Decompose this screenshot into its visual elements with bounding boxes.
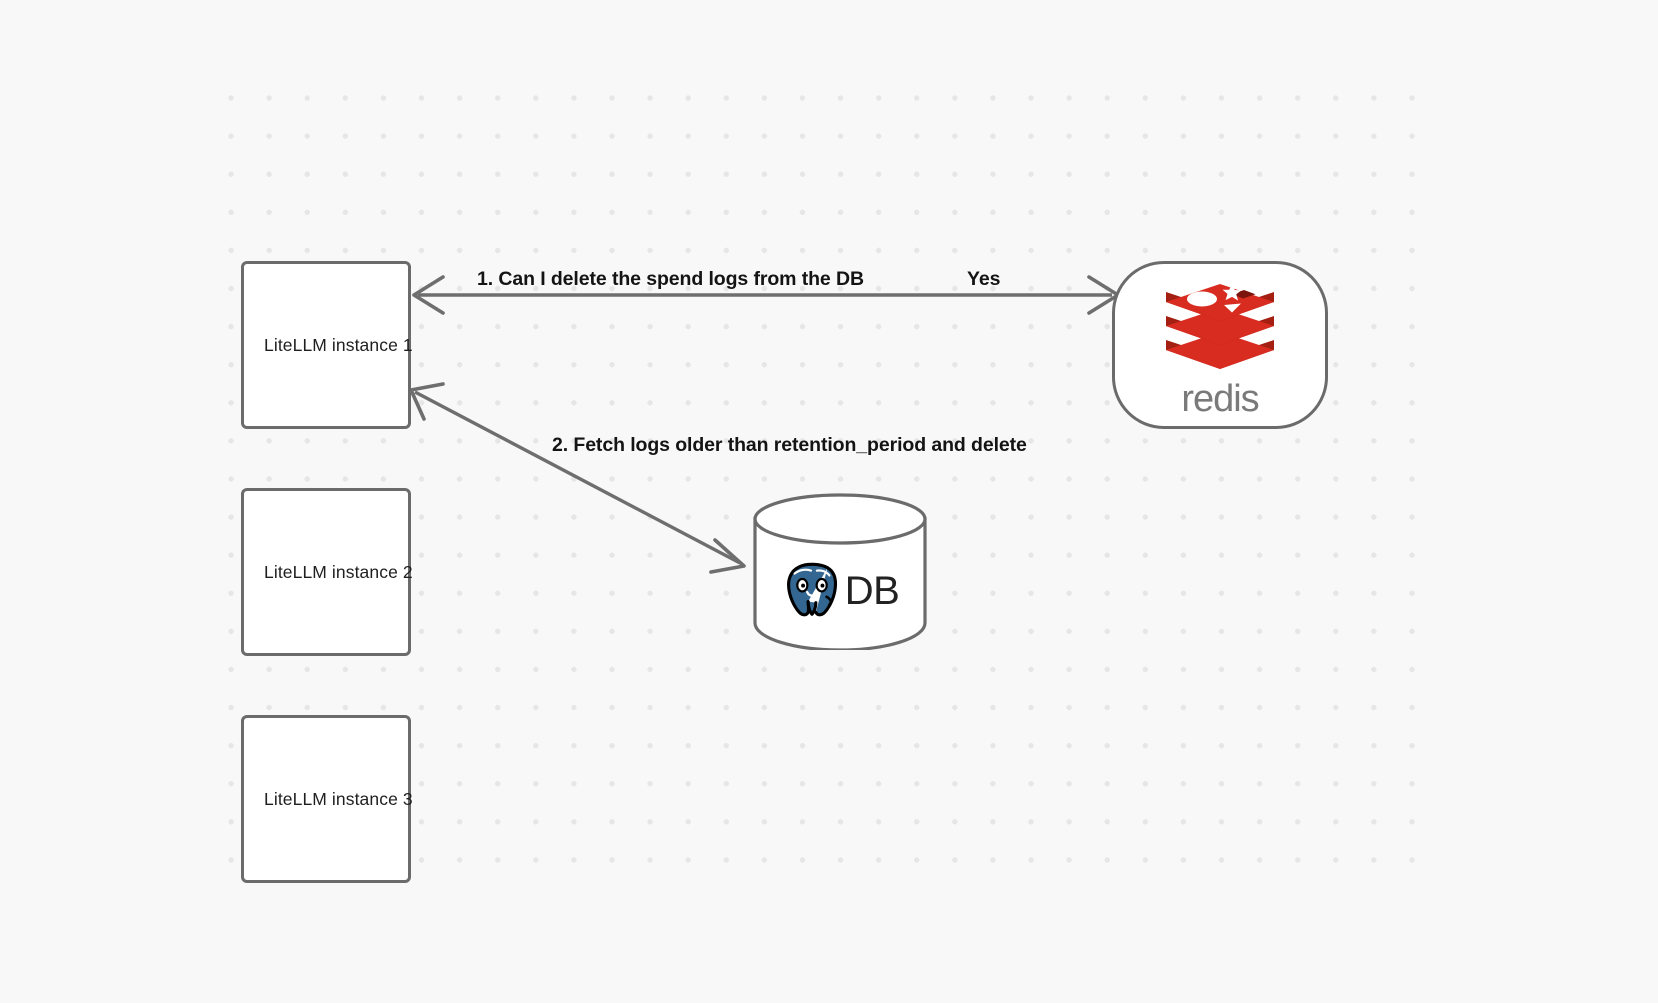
database-label: DB	[844, 569, 900, 613]
edge-litellm1-to-database	[409, 382, 746, 574]
edge-label-step-1-answer: Yes	[967, 268, 1001, 290]
postgresql-elephant-icon	[786, 562, 837, 617]
edge-label-step-2: 2. Fetch logs older than retention_perio…	[552, 434, 1027, 456]
redis-wordmark: redis	[1181, 378, 1259, 420]
node-database[interactable]: DB	[752, 492, 928, 650]
node-litellm-instance-1[interactable]: LiteLLM instance 1	[241, 261, 413, 429]
node-label: LiteLLM instance 1	[264, 334, 413, 355]
node-litellm-instance-3[interactable]: LiteLLM instance 3	[241, 715, 413, 883]
node-label: LiteLLM instance 2	[264, 561, 413, 582]
edge-label-step-1: 1. Can I delete the spend logs from the …	[477, 268, 864, 290]
database-cylinder-shape	[753, 493, 927, 650]
node-litellm-instance-2[interactable]: LiteLLM instance 2	[241, 488, 413, 656]
node-label: LiteLLM instance 3	[264, 788, 413, 809]
node-redis[interactable]: redis	[1112, 261, 1328, 429]
redis-logo-icon	[1166, 284, 1274, 369]
